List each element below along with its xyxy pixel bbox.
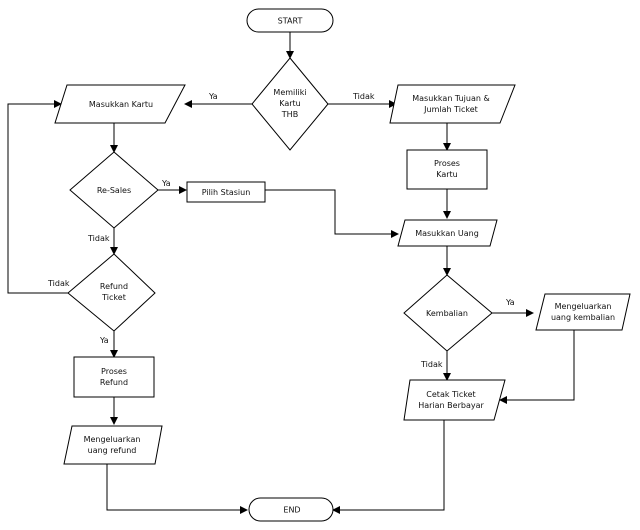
start-terminal: START xyxy=(246,8,334,33)
edge-dispense-change-to-print xyxy=(499,330,575,404)
change-label: Kembalian xyxy=(426,309,468,318)
nodes: START Memiliki Kartu THB Masukkan Kartu … xyxy=(54,8,631,522)
process-refund-label-1: Proses xyxy=(101,367,127,376)
enter-destination-label-2: Jumlah Ticket xyxy=(423,105,478,114)
process-card-process: Proses Kartu xyxy=(406,149,488,190)
label-has-card-yes: Ya xyxy=(208,92,218,101)
has-card-label-3: THB xyxy=(281,110,298,119)
has-card-label-2: Kartu xyxy=(279,99,301,108)
print-ticket-label-2: Harian Berbayar xyxy=(418,401,484,410)
print-ticket-label-1: Cetak Ticket xyxy=(426,390,475,399)
refund-ticket-label-1: Refund xyxy=(100,282,128,291)
label-refund-yes: Ya xyxy=(99,336,109,345)
dispense-refund-label-2: uang refund xyxy=(88,446,137,455)
choose-station-label: Pilih Stasiun xyxy=(202,188,251,197)
has-card-label-1: Memiliki xyxy=(273,88,306,97)
resales-label: Re-Sales xyxy=(97,186,131,195)
connectors xyxy=(7,32,575,514)
insert-money-label: Masukkan Uang xyxy=(415,229,479,238)
edge-labels: Ya Tidak Ya Tidak Tidak Ya Ya Tidak xyxy=(47,92,515,369)
label-resales-yes: Ya xyxy=(161,179,171,188)
refund-ticket-label-2: Ticket xyxy=(101,293,126,302)
process-card-label-1: Proses xyxy=(434,159,460,168)
choose-station-process: Pilih Stasiun xyxy=(186,181,266,203)
process-card-label-2: Kartu xyxy=(436,170,458,179)
dispense-change-output: Mengeluarkan uang kembalian xyxy=(535,293,631,331)
insert-card-input: Masukkan Kartu xyxy=(54,84,186,124)
change-decision: Kembalian xyxy=(403,274,493,352)
process-refund-label-2: Refund xyxy=(100,378,128,387)
edge-station-to-money xyxy=(265,189,399,238)
edge-print-to-end xyxy=(332,420,445,514)
dispense-refund-label-1: Mengeluarkan xyxy=(84,435,141,444)
start-label: START xyxy=(278,17,303,26)
enter-destination-label-1: Masukkan Tujuan & xyxy=(412,94,489,103)
insert-card-label: Masukkan Kartu xyxy=(89,100,153,109)
edge-dispense-refund-to-end xyxy=(106,464,248,514)
refund-ticket-decision: Refund Ticket xyxy=(67,253,156,332)
label-refund-no: Tidak xyxy=(47,279,70,288)
process-refund-process: Proses Refund xyxy=(73,356,155,398)
resales-decision: Re-Sales xyxy=(69,151,159,229)
label-resales-no: Tidak xyxy=(87,234,110,243)
has-card-decision: Memiliki Kartu THB xyxy=(251,57,329,151)
end-terminal: END xyxy=(248,497,334,522)
enter-destination-input: Masukkan Tujuan & Jumlah Ticket xyxy=(389,84,516,124)
label-change-no: Tidak xyxy=(420,360,443,369)
edge-refund-no xyxy=(7,100,68,294)
print-ticket-output: Cetak Ticket Harian Berbayar xyxy=(403,379,506,421)
label-change-yes: Ya xyxy=(505,298,515,307)
end-label: END xyxy=(283,506,300,515)
label-has-card-no: Tidak xyxy=(352,92,375,101)
insert-money-input: Masukkan Uang xyxy=(397,219,498,247)
dispense-refund-output: Mengeluarkan uang refund xyxy=(63,425,163,465)
dispense-change-label-2: uang kembalian xyxy=(551,313,615,322)
dispense-change-label-1: Mengeluarkan xyxy=(555,302,612,311)
